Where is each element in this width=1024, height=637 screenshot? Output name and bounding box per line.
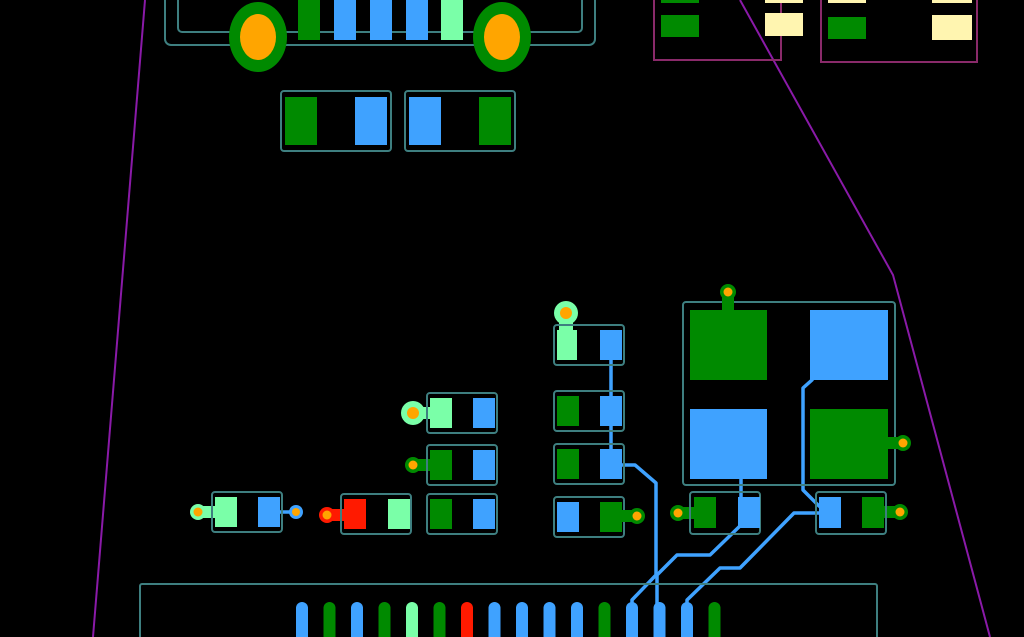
connector-pin[interactable]: [543, 602, 556, 637]
courtyard-boxes: [653, 0, 978, 63]
component-h[interactable]: [319, 493, 412, 535]
connector-pin[interactable]: [296, 602, 308, 637]
component-j[interactable]: [670, 491, 761, 535]
pad[interactable]: [298, 0, 320, 40]
connector-pin[interactable]: [598, 602, 611, 637]
board-outline: [92, 0, 991, 637]
component-b[interactable]: [553, 390, 625, 432]
connector-pin[interactable]: [323, 602, 336, 637]
resistor-r1[interactable]: [280, 90, 392, 152]
top-connector[interactable]: [164, 0, 596, 72]
connector-pin[interactable]: [378, 602, 391, 637]
pad[interactable]: [334, 0, 356, 40]
component-d[interactable]: [553, 496, 645, 538]
pad[interactable]: [828, 17, 866, 39]
pad[interactable]: [370, 0, 392, 40]
component-u1[interactable]: [682, 284, 911, 486]
mounting-hole-left[interactable]: [229, 2, 287, 72]
connector-pin[interactable]: [406, 602, 418, 637]
connector-pin[interactable]: [571, 602, 583, 637]
pad[interactable]: [765, 0, 803, 3]
component-c[interactable]: [553, 443, 625, 485]
connector-pin[interactable]: [681, 602, 693, 637]
pad[interactable]: [932, 0, 972, 3]
component-k[interactable]: [815, 491, 908, 535]
component-e[interactable]: [401, 392, 498, 434]
pad[interactable]: [661, 0, 699, 3]
component-a[interactable]: [553, 301, 625, 366]
connector-pin[interactable]: [433, 602, 446, 637]
connector-pin[interactable]: [461, 602, 473, 637]
pad[interactable]: [765, 13, 803, 36]
connector-pin[interactable]: [626, 602, 638, 637]
connector-pin[interactable]: [516, 602, 528, 637]
connector-pin[interactable]: [351, 602, 363, 637]
resistor-r2[interactable]: [404, 90, 516, 152]
component-f[interactable]: [405, 444, 498, 486]
pad[interactable]: [661, 15, 699, 37]
connector-pin[interactable]: [488, 602, 501, 637]
component-g[interactable]: [426, 493, 498, 535]
mounting-hole-right[interactable]: [473, 2, 531, 72]
bottom-connector[interactable]: [139, 583, 878, 637]
connector-pin[interactable]: [653, 602, 666, 637]
pad[interactable]: [932, 15, 972, 40]
component-i[interactable]: [190, 491, 303, 533]
pad[interactable]: [441, 0, 463, 40]
pad[interactable]: [828, 0, 866, 3]
connector-pin[interactable]: [708, 602, 721, 637]
pad[interactable]: [406, 0, 428, 40]
